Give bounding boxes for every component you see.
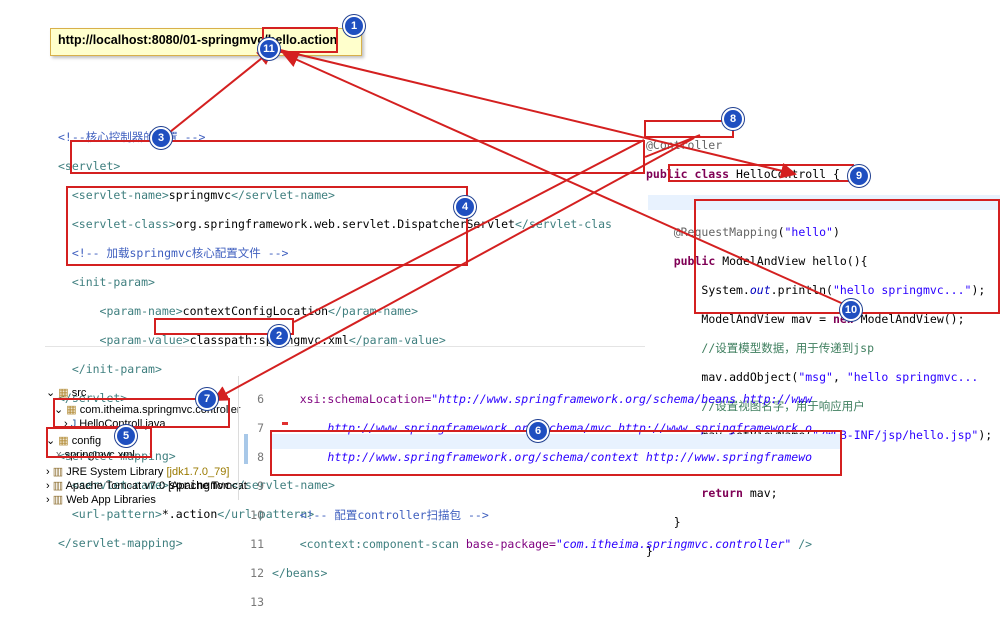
source-folder-icon: ▦ [58,387,69,399]
editor-ruler-marker [244,434,248,464]
expand-arrow-icon[interactable]: ⌄ [46,435,56,447]
badge-1: 1 [343,15,365,37]
java-line: @RequestMapping("hello") [673,224,840,239]
line-number: 6 [257,391,264,406]
collapse-arrow-icon[interactable]: › [46,494,50,506]
badge-4: 4 [454,196,476,218]
java-line: return mav; [701,485,778,500]
web-xml-line: </servlet> [58,390,128,405]
library-icon: ▥ [52,480,64,492]
badge-6: 6 [527,420,549,442]
flow-arrows [159,48,849,401]
tree-item-tomcat[interactable]: › ▥ Apache Tomcat v7.0 [Apache Tomcat [46,480,247,492]
badge-8: 8 [722,108,744,130]
arrow-web-to-url [159,48,274,141]
collapse-arrow-icon[interactable]: › [46,466,50,478]
badge-2: 2 [268,325,290,347]
line-number: 7 [257,420,264,435]
tree-item-xml-file[interactable]: x springmvc.xml [56,449,135,461]
url-callout [50,28,362,56]
java-file-icon: J [70,418,77,430]
box-init-param [66,186,468,266]
web-xml-line: <init-param> [71,274,155,289]
library-icon: ▥ [52,466,64,478]
web-xml-divider [45,346,645,347]
line-number: 13 [250,594,264,609]
line-number: 12 [250,565,264,580]
xml-line: http://www.springframework.org/schema/co… [327,449,813,464]
library-icon: ▥ [52,494,64,506]
web-xml-line: </servlet-mapping> [58,535,183,550]
line-number: 10 [250,507,264,522]
badge-10: 10 [840,299,862,321]
web-xml-line: <!-- 加载springmvc核心配置文件 --> [71,245,289,260]
java-line: } [673,514,681,529]
web-xml-line: <servlet-class>org.springframework.web.s… [71,216,612,231]
tree-item-src[interactable]: ⌄ ▦ src [46,387,87,399]
collapse-arrow-icon[interactable]: › [64,418,68,430]
java-line: public class HelloControll { [646,166,840,181]
java-line: //设置模型数据，用于传递到jsp [701,340,875,355]
java-highlight-line [648,195,1000,210]
line-number: 11 [250,536,264,551]
package-icon: ▦ [66,404,77,416]
arrow-method-to-url [282,52,849,307]
web-xml-line: </init-param> [71,361,162,376]
box-springmvc-xml [46,427,152,458]
badge-3: 3 [150,127,172,149]
line-number: 9 [257,478,264,493]
java-line: mav.addObject("msg", "hello springmvc... [701,369,979,384]
xml-line: xsi:schemaLocation="http://www.springfra… [299,391,813,406]
explorer-editor-divider [238,376,239,500]
editor-error-marker [282,422,288,425]
arrow-url-to-mapping [279,49,797,179]
java-controller-snippet: @Controller public class HelloControll {… [646,123,992,573]
arrow-web-class-to-controller [644,134,701,158]
box-url-pattern [154,318,294,335]
editor-current-line [270,434,840,449]
arrow-pattern-to-controller [293,139,645,323]
tree-item-webapp[interactable]: › ▥ Web App Libraries [46,494,156,506]
web-xml-line: <param-name>contextConfigLocation</param… [99,303,419,318]
badge-9: 9 [848,165,870,187]
source-folder-icon: ▦ [58,435,69,447]
expand-arrow-icon[interactable]: ⌄ [46,387,56,399]
web-xml-line: <servlet-name>springmvc</servlet-name> [71,187,335,202]
java-line: ModelAndView mav = new ModelAndView(); [701,311,965,326]
xml-file-icon: x [56,449,62,461]
xml-line [272,595,840,610]
badge-11: 11 [258,38,280,60]
collapse-arrow-icon[interactable]: › [46,480,50,492]
web-xml-line: <servlet-name>springmvc</servlet-name> [71,477,335,492]
tree-item-config[interactable]: ⌄ ▦ config [46,435,102,447]
box-component-scan [270,430,842,476]
xml-line: </beans> [272,565,328,580]
expand-arrow-icon[interactable]: ⌄ [54,404,64,416]
java-line: } [646,543,653,558]
web-xml-line: <servlet-mapping> [58,448,176,463]
arrow-controller-to-package [212,137,695,401]
xml-line: <!-- 配置controller扫描包 --> [299,507,489,522]
web-xml-snippet: <!--核心控制器的配置 --> <servlet> <servlet-name… [58,115,612,565]
badge-7: 7 [196,388,218,410]
web-xml-line: <url-pattern>*.action</url-pattern> [71,506,315,521]
tree-item-jre[interactable]: › ▥ JRE System Library [jdk1.7.0_79] [46,466,230,478]
java-line: public ModelAndView hello(){ [673,253,868,268]
badge-5: 5 [115,425,137,447]
line-number: 8 [257,449,264,464]
xml-line: <context:component-scan base-package="co… [299,536,813,551]
web-xml-line: <servlet> [58,158,121,173]
java-line: //设置视图名字，用于响应用户 [701,398,865,413]
box-servlet-name-class [70,140,645,174]
